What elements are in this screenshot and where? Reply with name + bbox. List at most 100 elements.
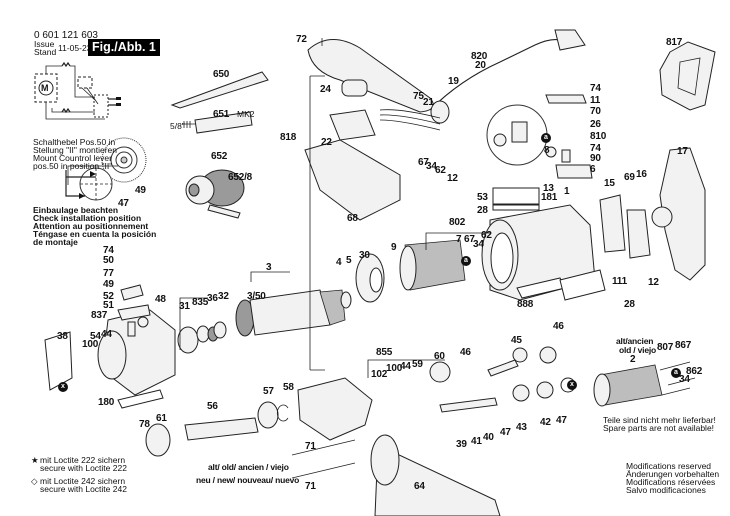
figure-label: Fig./Abb. 1 [88,39,160,56]
part-label: 62 [435,165,446,176]
part-label: 54 [90,331,101,342]
not-available-note-2: Spare parts are not available! [603,423,715,433]
loctite-mark-icon: x [58,382,68,392]
part-label: 28 [624,299,635,310]
part-label: 100 [82,339,99,350]
modifications-note-2: Änderungen vorbehalten [626,469,720,479]
part-label: 4 [336,257,342,268]
part-label: 8 [544,145,550,156]
control-lever-detail [65,137,147,201]
part-label: 47 [500,427,511,438]
part-label: 102 [371,369,388,380]
part-label: 38 [57,331,68,342]
loctite-mark-icon: x [567,380,577,390]
part-label: 3 [266,262,272,273]
part-label: 1 [564,186,570,197]
part-label: 34 [473,239,484,250]
part-label: 817 [666,37,683,48]
drive-shaft [184,417,259,441]
part-label: 67 [464,234,475,245]
wiring-schematic [34,61,121,120]
part-label: 867 [675,340,692,351]
part-label: 43 [516,422,527,433]
part-label: 34 [679,374,690,385]
part-label: 17 [677,146,688,157]
part-label: 31 [179,301,190,312]
part-label: 57 [263,386,274,397]
part-label: 78 [139,419,150,430]
not-available-note-1: Teile sind nicht mehr lieferbar! [603,415,716,425]
lower-housing [304,139,401,221]
part-label: 11 [590,95,601,106]
part-label: 3/50 [247,291,266,302]
part-label: 90 [590,153,601,164]
part-label: 7 [456,234,462,245]
drill-chuck [185,169,245,219]
part-label: 70 [590,106,601,117]
grease-mark-icon: a [461,256,471,266]
part-label: 12 [447,173,458,184]
screw-new-note: neu / new/ nouveau/ nuevo [196,475,300,485]
mk2-label: MK2 [237,109,255,119]
part-label: 15 [604,178,615,189]
part-label: 855 [376,347,393,358]
part-label: 2 [630,354,636,365]
loctite-242-note-2: secure with Loctite 242 [40,484,127,494]
install-note-3: Attention au positionnement [33,221,149,231]
drift-wedge [170,71,269,109]
old-parts-header-1: alt/ancien [616,336,654,346]
part-label: 32 [218,291,229,302]
thread-size-label: 5/8" [170,121,185,131]
part-label: 835 [192,297,209,308]
part-label: 12 [648,277,659,288]
part-label: 16 [636,169,647,180]
part-label: 21 [423,97,434,108]
modifications-note-1: Modifications reserved [626,461,712,471]
loctite-242-icon: ◇ [31,476,38,486]
stand-label: Stand [34,47,57,57]
part-label: 6 [590,164,596,175]
loctite-222-note-1: mit Loctite 222 sichern [40,455,126,465]
part-label: 652 [211,151,228,162]
control-lever-note-2: Stellung "II" montieren [33,145,117,155]
part-label: 802 [449,217,466,228]
issue-date: 11-05-23 [58,43,92,53]
install-note-4: Téngase en cuenta la posición [33,229,157,239]
part-label: 64 [414,481,425,492]
part-number: 0 601 121 603 [34,30,98,41]
part-label: 62 [481,230,492,241]
part-label: 42 [540,417,551,428]
gear-housing [97,309,176,396]
part-label: 47 [118,198,129,209]
part-label: 652/8 [228,172,253,183]
modifications-note-3: Modifications réservées [626,477,716,487]
part-label: 51 [103,300,114,311]
part-label: 40 [483,432,494,443]
loctite-222-note-2: secure with Loctite 222 [40,463,127,473]
part-label: 22 [321,137,332,148]
part-label: 47 [556,415,567,426]
part-label: 41 [471,436,482,447]
part-label: 44 [101,329,112,340]
part-label: 46 [460,347,471,358]
rear-handle [659,41,716,111]
part-label: 71 [305,481,316,492]
modifications-note-4: Salvo modificaciones [626,485,706,495]
motor-symbol: M [41,83,49,93]
spindle-sleeve [374,444,501,516]
part-label: 100 [386,363,403,374]
grease-mark-icon: a [671,368,681,378]
screws [291,439,356,479]
part-label: 181 [541,192,558,203]
install-note-5: de montaje [33,237,78,247]
part-label: 75 [413,91,424,102]
part-label: 74 [103,245,114,256]
grease-mark-icon: a [541,133,551,143]
taper-arbor [194,111,253,134]
part-label: 13 [543,183,554,194]
control-lever-note-4: pos.50 in position "II" [33,161,113,171]
part-label: 72 [296,34,307,45]
motor-housing [481,204,596,301]
power-cord [429,38,561,111]
loctite-242-note-1: mit Loctite 242 sichern [40,476,126,486]
